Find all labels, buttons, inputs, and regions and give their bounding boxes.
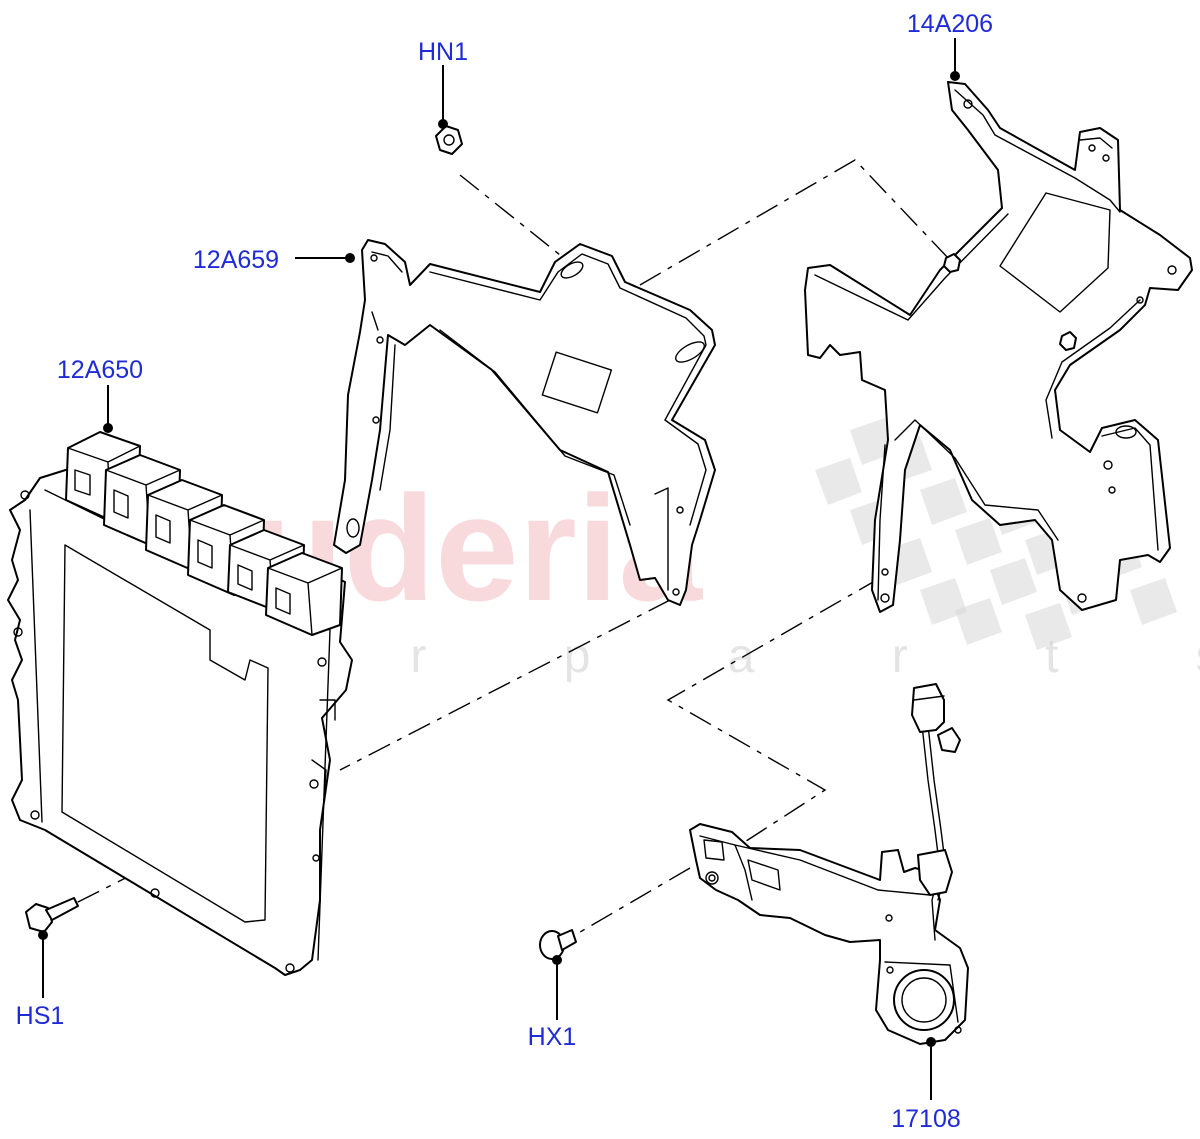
- callout-12a659[interactable]: 12A659: [193, 246, 279, 274]
- hx1-assembly-line: [574, 867, 691, 936]
- ecm-mounting-bracket: [333, 239, 716, 606]
- callout-14a206[interactable]: 14A206: [907, 10, 993, 38]
- callout-labels: HN1 14A206 12A659 12A650 HS1 HX1 17108: [16, 10, 993, 1133]
- hx1-dot: [552, 955, 562, 965]
- ecm-connectors: [65, 431, 343, 636]
- callout-hs1[interactable]: HS1: [16, 1002, 65, 1030]
- callout-hn1[interactable]: HN1: [418, 38, 468, 66]
- hs1-assembly-line: [71, 789, 301, 906]
- hn1-assembly-line: [459, 174, 561, 256]
- flange-bolt: [25, 897, 79, 933]
- leaders: [38, 38, 960, 1100]
- ecm-to-bracket-line: [339, 599, 671, 771]
- callout-hx1[interactable]: HX1: [528, 1023, 577, 1051]
- flange-nut: [435, 125, 463, 155]
- 17108-dot: [926, 1037, 936, 1047]
- assembly-lines: [71, 159, 951, 936]
- 14a206-dot: [950, 71, 960, 81]
- module-support-bracket: [804, 81, 1193, 613]
- 12a650-dot: [103, 423, 113, 433]
- callout-12a650[interactable]: 12A650: [57, 356, 143, 384]
- engine-control-module: [7, 431, 353, 976]
- callout-17108[interactable]: 17108: [891, 1105, 961, 1133]
- hn1-dot: [438, 119, 448, 129]
- screw-fastener: [539, 929, 577, 960]
- sensor-alignment-line: [666, 577, 881, 846]
- bracket-alignment-line: [639, 159, 951, 286]
- hs1-dot: [38, 930, 48, 940]
- 12a659-dot: [345, 253, 355, 263]
- impact-sensor-assembly: [689, 683, 969, 1045]
